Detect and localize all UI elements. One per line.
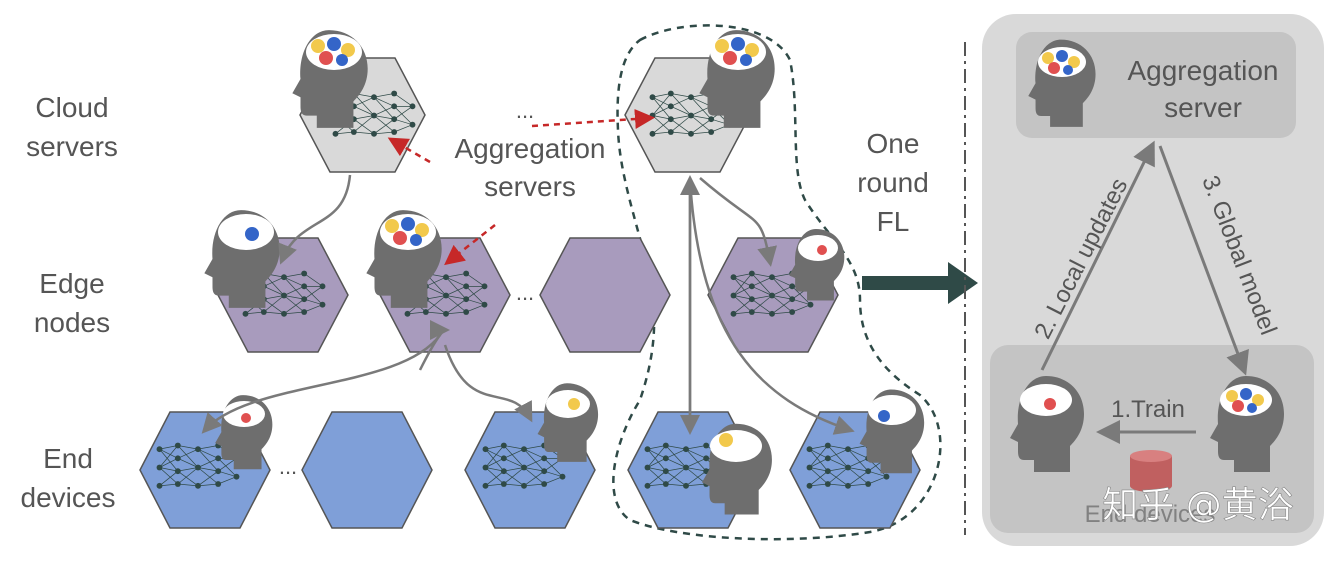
aggregation-servers-label-2: servers [484, 171, 576, 202]
brain-icon [546, 390, 590, 418]
gray-arrows [201, 174, 855, 435]
brain-icon [306, 34, 362, 70]
global-model-arrow [1158, 145, 1249, 376]
train-label: 1.Train [1111, 396, 1185, 423]
brain-icon [710, 34, 766, 70]
edge-label-1: Edge [39, 268, 104, 299]
end-label-2: devices [21, 482, 116, 513]
local-updates-arrow [1040, 140, 1155, 371]
one-round-panel: Aggregation server 1.Train 2. Local upda… [982, 14, 1324, 546]
brain-icon [868, 395, 916, 425]
red-dashed-arrows [387, 109, 655, 266]
edge-ellipsis: ... [516, 280, 534, 305]
end-devices-label: End devices [1085, 501, 1216, 528]
cloud-label-1: Cloud [35, 92, 108, 123]
brain-icon [798, 235, 838, 261]
edge-node-2 [366, 210, 511, 353]
one-round-label-2: round [857, 167, 929, 198]
brain-icon [710, 430, 762, 462]
end-label-1: End [43, 443, 93, 474]
panel-server-label-2: server [1164, 92, 1242, 123]
one-round-label-1: One [867, 128, 920, 159]
end-device-3 [464, 383, 599, 529]
one-round-boundary [612, 24, 942, 541]
edge-node-1 [204, 210, 349, 353]
big-right-arrow [862, 262, 978, 304]
edge-label-2: nodes [34, 307, 110, 338]
edge-node-4 [707, 228, 845, 353]
brain-icon [223, 401, 265, 427]
brain-icon [218, 214, 274, 250]
one-round-label-3: FL [877, 206, 910, 237]
cloud-ellipsis: ... [516, 98, 534, 123]
end-device-5 [789, 389, 925, 529]
edge-node-3 [539, 237, 671, 353]
brain-icon [380, 214, 436, 250]
end-device-2 [301, 411, 433, 529]
end-ellipsis: ... [279, 454, 297, 479]
brain-icon [1220, 384, 1272, 416]
end-device-1 [139, 395, 273, 529]
brain-icon [1038, 47, 1086, 77]
panel-server-label-1: Aggregation [1127, 55, 1278, 86]
row-labels: Cloud servers Edge nodes End devices [21, 92, 118, 513]
database-icon [1130, 450, 1172, 492]
cloud-label-2: servers [26, 131, 118, 162]
end-device-4 [627, 411, 772, 529]
aggregation-servers-label-1: Aggregation [454, 133, 605, 164]
cloud-server-1 [292, 30, 426, 173]
brain-icon [1020, 384, 1072, 416]
watermark-text: 知乎 @黄浴 [1102, 485, 1293, 526]
cloud-server-2 [624, 30, 775, 173]
